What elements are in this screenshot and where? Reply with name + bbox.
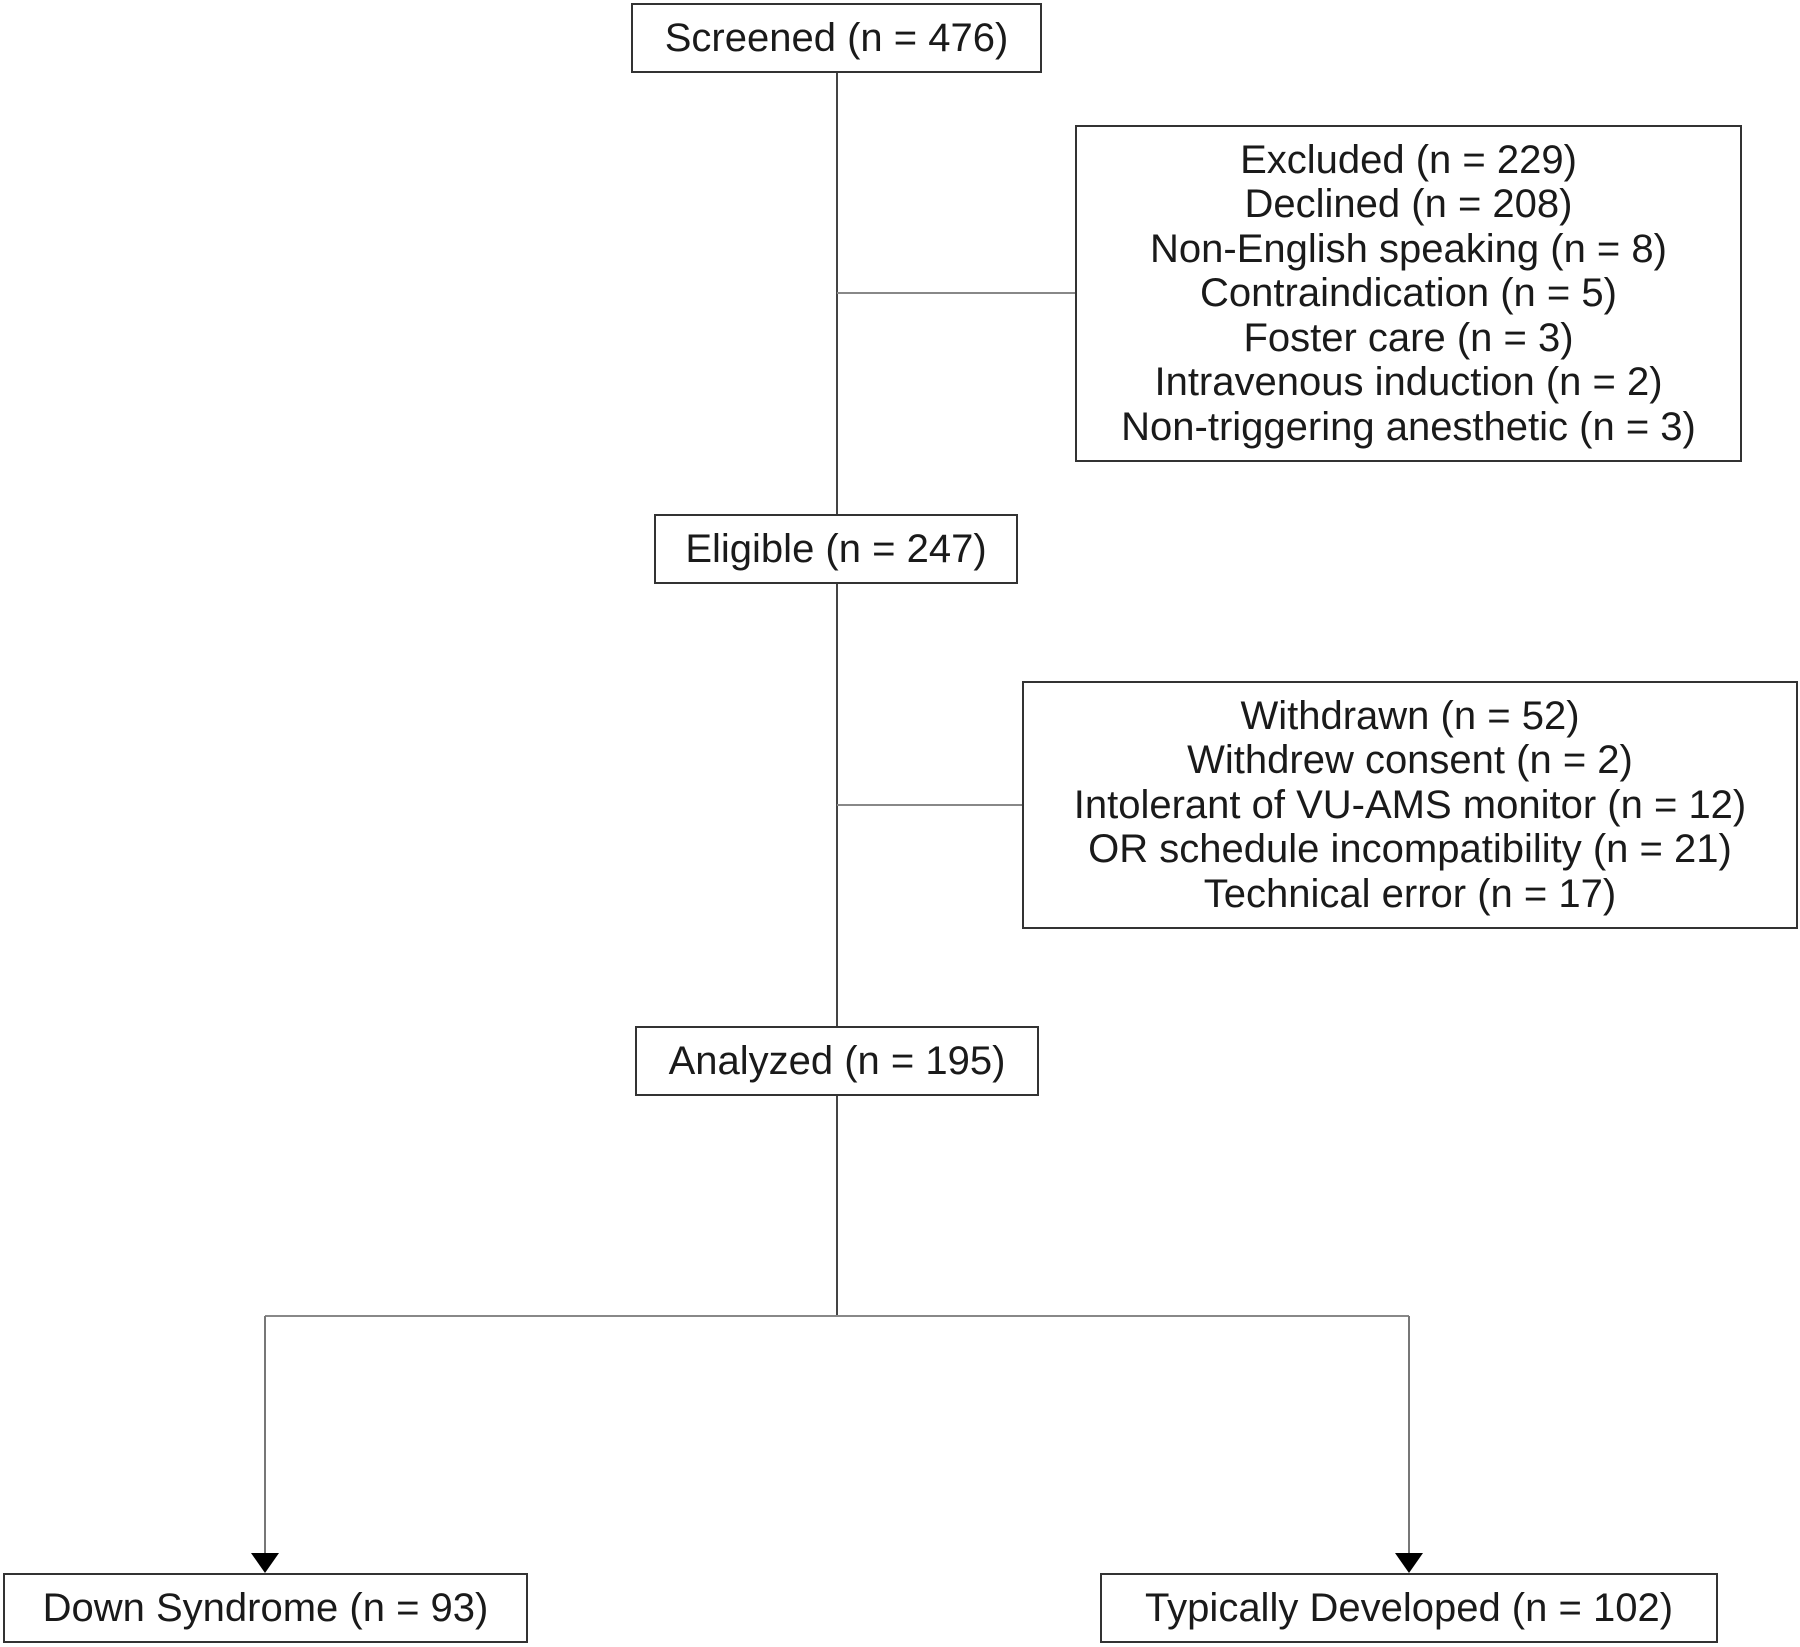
excluded-foster-care: Foster care (n = 3) (1243, 315, 1574, 360)
withdrawn-technical-error: Technical error (n = 17) (1203, 871, 1617, 916)
screened-label: Screened (n = 476) (664, 16, 1009, 60)
excluded-intravenous-induction: Intravenous induction (n = 2) (1154, 360, 1663, 405)
typically-developed-label: Typically Developed (n = 102) (1144, 1586, 1674, 1630)
down-syndrome-box: Down Syndrome (n = 93) (3, 1573, 528, 1643)
excluded-declined: Declined (n = 208) (1244, 182, 1573, 227)
arrow-down-syndrome (251, 1553, 279, 1573)
down-syndrome-label: Down Syndrome (n = 93) (42, 1586, 489, 1630)
screened-box: Screened (n = 476) (631, 3, 1042, 73)
eligible-label: Eligible (n = 247) (685, 527, 987, 571)
withdrawn-total: Withdrawn (n = 52) (1240, 693, 1580, 738)
eligible-box: Eligible (n = 247) (654, 514, 1018, 584)
arrow-typically-developed (1395, 1553, 1423, 1573)
excluded-contraindication: Contraindication (n = 5) (1200, 271, 1617, 316)
typically-developed-box: Typically Developed (n = 102) (1100, 1573, 1718, 1643)
withdrawn-or-schedule: OR schedule incompatibility (n = 21) (1088, 827, 1732, 872)
analyzed-label: Analyzed (n = 195) (668, 1039, 1006, 1083)
withdrawn-consent: Withdrew consent (n = 2) (1187, 738, 1633, 783)
excluded-total: Excluded (n = 229) (1240, 137, 1577, 182)
withdrawn-intolerant-monitor: Intolerant of VU-AMS monitor (n = 12) (1073, 782, 1747, 827)
excluded-non-english: Non-English speaking (n = 8) (1150, 226, 1667, 271)
analyzed-box: Analyzed (n = 195) (635, 1026, 1039, 1096)
excluded-box: Excluded (n = 229) Declined (n = 208) No… (1075, 125, 1742, 462)
withdrawn-box: Withdrawn (n = 52) Withdrew consent (n =… (1022, 681, 1798, 929)
excluded-non-triggering-anesthetic: Non-triggering anesthetic (n = 3) (1121, 404, 1696, 449)
